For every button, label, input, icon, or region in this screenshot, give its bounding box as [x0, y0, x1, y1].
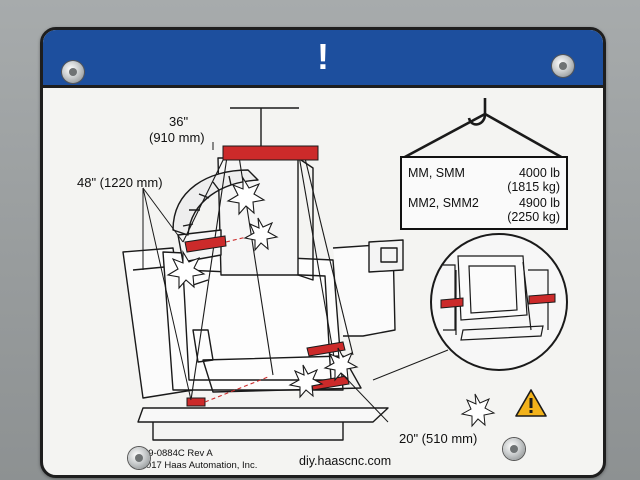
weight-kg-2: (2250 kg): [507, 210, 560, 224]
part-number: 29-0884C Rev A: [143, 448, 213, 459]
caution-banner: !: [43, 30, 603, 88]
copyright-text: © 2017 Haas Automation, Inc.: [131, 460, 258, 471]
website-text: diy.haascnc.com: [299, 454, 392, 468]
mounting-screw-icon: [62, 61, 84, 83]
machine-lifting-diagram: [122, 98, 568, 441]
weight-lb-2: 4900 lb: [518, 196, 560, 210]
weight-model-2: MM2, SMM2: [408, 196, 479, 210]
impact-star-icon: [323, 347, 359, 382]
bottom-span-label: 20" (510 mm): [399, 431, 478, 446]
weight-lb-1: 4000 lb: [518, 166, 560, 180]
top-span-mm-label: (910 mm): [149, 130, 205, 145]
side-span-label: 48" (1220 mm): [77, 175, 163, 190]
impact-star-icon: [460, 393, 496, 428]
top-span-inches-label: 36": [169, 114, 189, 129]
impact-star-icon: [243, 217, 279, 252]
weight-kg-1: (1815 kg): [507, 180, 560, 194]
impact-star-icon: [288, 364, 324, 399]
hoist-hook-icon: [402, 98, 564, 160]
exclamation-mark: !: [317, 36, 329, 77]
lifting-instruction-plate: !: [40, 27, 606, 478]
impact-star-icon: [226, 176, 266, 216]
mounting-screw-icon: [552, 55, 574, 77]
mounting-screw-icon: [128, 447, 150, 469]
impact-star-icon: [166, 250, 206, 290]
weight-table: MM, SMM 4000 lb (1815 kg) MM2, SMM2 4900…: [400, 156, 568, 230]
warning-triangle-icon: [515, 389, 547, 417]
mounting-screw-icon: [503, 438, 525, 460]
weight-model-1: MM, SMM: [408, 166, 465, 180]
